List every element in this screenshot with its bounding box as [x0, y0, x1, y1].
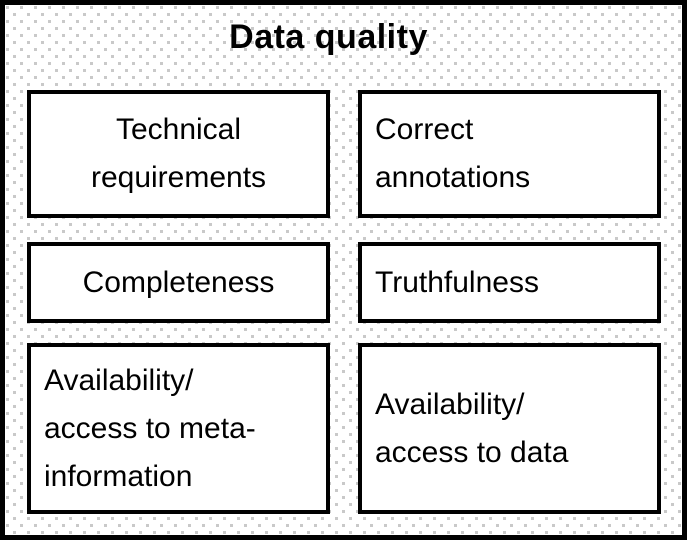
- box-truthfulness-label: Truthfulness: [375, 265, 539, 299]
- box-availability-data-label: Availability/ access to data: [375, 387, 569, 469]
- box-correct-annotations-label: Correct annotations: [375, 113, 531, 194]
- box-availability-data: Availability/ access to data: [358, 343, 661, 514]
- box-availability-meta-information-label: Availability/ access to meta- informatio…: [44, 363, 256, 493]
- diagram-title: Data quality: [229, 18, 428, 56]
- box-technical-requirements-label: Technical requirements: [90, 113, 267, 194]
- box-completeness-label: Completeness: [82, 265, 275, 299]
- box-truthfulness: Truthfulness: [358, 242, 661, 323]
- box-technical-requirements: Technical requirements: [27, 90, 330, 218]
- box-availability-meta-information: Availability/ access to meta- informatio…: [27, 343, 330, 514]
- box-completeness: Completeness: [27, 242, 330, 323]
- box-correct-annotations: Correct annotations: [358, 90, 661, 218]
